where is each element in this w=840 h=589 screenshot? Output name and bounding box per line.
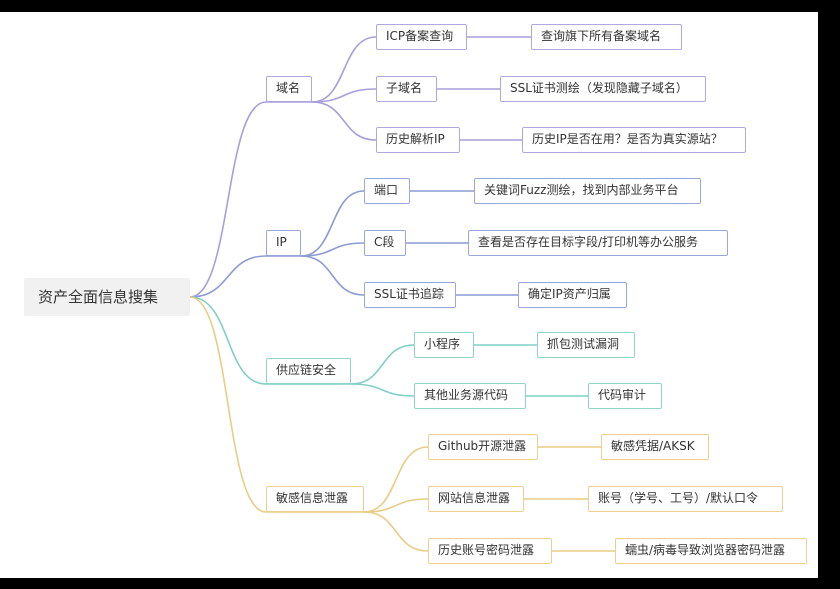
- branch-node-ip[interactable]: IP: [266, 230, 301, 256]
- root-connector-2: [189, 296, 267, 385]
- root-connector-0: [189, 101, 267, 298]
- node-subdomain[interactable]: 子域名: [376, 76, 437, 102]
- node-mini-program[interactable]: 小程序: [414, 332, 474, 358]
- node-c-segment[interactable]: C段: [364, 230, 406, 256]
- leaf-ssl-tracking[interactable]: 确定IP资产归属: [518, 282, 627, 308]
- branch-connector-3-2: [363, 511, 429, 552]
- leaf-connectors: [406, 36, 615, 552]
- root-node[interactable]: 资产全面信息搜集: [24, 278, 190, 316]
- branch-connector-1-2: [300, 255, 365, 296]
- branch-connector-1-0: [300, 190, 365, 257]
- root-connector-3: [189, 296, 267, 513]
- branch-connector-0-0: [311, 36, 377, 103]
- leaf-credential-leak[interactable]: 蠕虫/病毒导致浏览器密码泄露: [615, 538, 807, 564]
- node-ssl-tracking[interactable]: SSL证书追踪: [364, 282, 456, 308]
- node-other-source-code[interactable]: 其他业务源代码: [414, 383, 526, 409]
- leaf-github-leak[interactable]: 敏感凭据/AKSK: [601, 434, 709, 460]
- connector-layer: [189, 36, 615, 552]
- root-connectors: [189, 101, 364, 513]
- branch-connector-2-0: [350, 344, 415, 385]
- leaf-website-leak[interactable]: 账号（学号、工号）/默认口令: [588, 486, 783, 512]
- node-port[interactable]: 端口: [364, 178, 410, 204]
- leaf-subdomain[interactable]: SSL证书测绘（发现隐藏子域名）: [500, 76, 706, 102]
- leaf-other-source-code[interactable]: 代码审计: [588, 383, 662, 409]
- branch-node-sensitive-leak[interactable]: 敏感信息泄露: [266, 486, 364, 512]
- branch-connector-3-1: [363, 498, 429, 513]
- branch-connector-2-1: [350, 383, 415, 397]
- leaf-mini-program[interactable]: 抓包测试漏洞: [537, 332, 635, 358]
- branch-connectors: [300, 36, 429, 552]
- mindmap-canvas: 资产全面信息搜集 域名 ICP备案查询 查询旗下所有备案域名 子域名 SSL证书…: [0, 12, 818, 578]
- leaf-c-segment[interactable]: 查看是否存在目标字段/打印机等办公服务: [468, 230, 728, 256]
- leaf-icp-lookup[interactable]: 查询旗下所有备案域名: [531, 24, 682, 50]
- node-website-leak[interactable]: 网站信息泄露: [428, 486, 524, 512]
- branch-connector-3-0: [363, 446, 429, 513]
- root-connector-1: [189, 255, 267, 298]
- branch-connector-0-2: [311, 101, 377, 141]
- branch-connector-0-1: [311, 88, 377, 103]
- node-icp-lookup[interactable]: ICP备案查询: [376, 24, 467, 50]
- leaf-port[interactable]: 关键词Fuzz测绘，找到内部业务平台: [474, 178, 701, 204]
- branch-node-domain[interactable]: 域名: [266, 76, 312, 102]
- node-credential-leak[interactable]: 历史账号密码泄露: [428, 538, 552, 564]
- leaf-dns-history[interactable]: 历史IP是否在用？是否为真实源站？: [522, 127, 746, 153]
- node-github-leak[interactable]: Github开源泄露: [428, 434, 538, 460]
- branch-node-supply-chain[interactable]: 供应链安全: [266, 358, 351, 384]
- node-dns-history[interactable]: 历史解析IP: [376, 127, 460, 153]
- branch-connector-1-1: [300, 242, 365, 257]
